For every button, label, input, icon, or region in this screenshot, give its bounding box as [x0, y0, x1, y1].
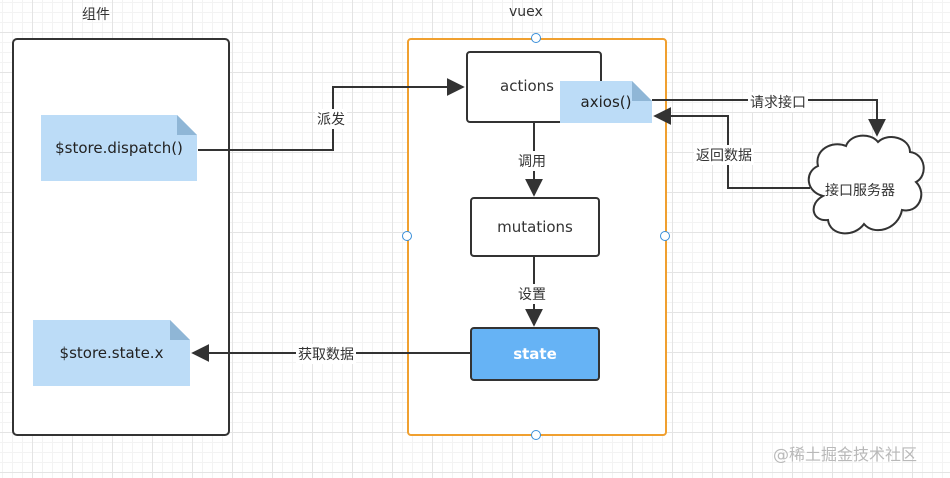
- server-label: 接口服务器: [825, 183, 895, 199]
- selection-handle-top[interactable]: [531, 33, 541, 43]
- mutations-node[interactable]: mutations: [470, 197, 600, 257]
- state-x-label: $store.state.x: [59, 344, 164, 362]
- return-data-edge-label: 返回数据: [694, 145, 754, 165]
- actions-label: actions: [500, 77, 554, 95]
- selection-handle-left[interactable]: [402, 231, 412, 241]
- component-title: 组件: [82, 7, 110, 23]
- vuex-title: vuex: [509, 4, 543, 20]
- request-edge-label: 请求接口: [748, 92, 808, 112]
- get-data-edge-label: 获取数据: [296, 344, 356, 364]
- mutations-label: mutations: [497, 218, 573, 236]
- axios-label: axios(): [580, 93, 632, 111]
- watermark: @稀土掘金技术社区: [773, 445, 918, 464]
- state-node[interactable]: state: [470, 327, 600, 381]
- request-connector: [652, 99, 886, 137]
- state-x-note[interactable]: $store.state.x: [33, 320, 190, 386]
- dispatch-note[interactable]: $store.dispatch(): [41, 115, 197, 181]
- call-edge-label: 调用: [516, 151, 548, 171]
- dispatch-edge-label: 派发: [315, 109, 347, 129]
- dispatch-label: $store.dispatch(): [55, 139, 183, 157]
- selection-handle-right[interactable]: [660, 231, 670, 241]
- state-label: state: [513, 345, 557, 363]
- set-edge-label: 设置: [516, 284, 548, 304]
- selection-handle-bottom[interactable]: [531, 430, 541, 440]
- server-cloud-shape: [807, 134, 925, 235]
